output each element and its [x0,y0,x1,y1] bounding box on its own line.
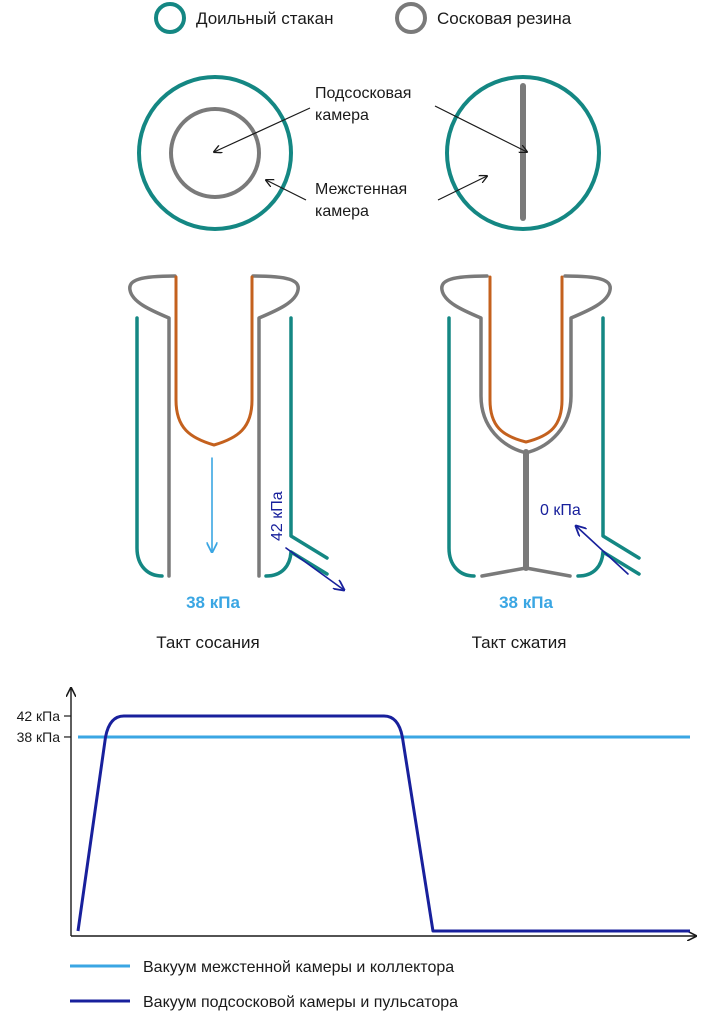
teat-chamber-label-line2: камера [315,107,369,124]
teat-chamber-pointer-left [214,107,311,152]
legend-label-teat-chamber: Вакуум подсосковой камеры и пульсатора [143,994,458,1011]
teat-chamber-pointer-right [434,105,527,152]
liner-foot [480,566,572,578]
suck-caption: Такт сосания [156,633,259,652]
cross-section-labels: Подсосковая камера Межстенная камера [214,85,527,220]
teat-shape [174,275,254,447]
legend-label-wall-chamber: Вакуум межстенной камеры и коллектора [143,959,454,976]
air-in-arrow [576,526,629,575]
chart-legend: Вакуум межстенной камеры и коллектора Ва… [70,959,458,1011]
cup-outer-ring [137,75,293,231]
wall-chamber-label-line1: Межстенная [315,181,407,198]
cup-shell-left-squeeze [447,316,476,578]
squeeze-caption: Такт сжатия [472,633,567,652]
pressure-chart: 42 кПа 38 кПа [17,688,696,936]
suck-pulsator-pressure: 42 кПа [269,491,286,541]
cup-shell-left [135,316,164,578]
wall-chamber-pointer-right [437,176,487,201]
wall-chamber-pointer-left [266,180,307,201]
wall-chamber-label-line2: камера [315,203,369,220]
cup-squeezing-phase [440,274,641,578]
liner-collapsed-left [440,274,525,454]
y-tick-label: 42 кПа [17,708,61,724]
cross-section-closed [445,75,601,231]
liner-legend-icon [395,2,427,34]
legend-top: Доильный стакан Сосковая резина [154,2,572,34]
teat-chamber-label-line1: Подсосковая [315,85,411,102]
air-out-arrow [285,547,344,590]
liner-left-wall [128,274,177,578]
teat-shape-squeeze [488,275,564,444]
series-line-teat-chamber [76,714,690,933]
liner-right-wall [251,274,300,578]
liner-collapsed-right [527,274,612,454]
suck-collector-pressure: 38 кПа [186,593,240,612]
cup-sucking-phase [128,274,344,590]
cross-section-open [137,75,293,231]
cup-legend-icon [154,2,186,34]
cup-outer-ring-closed [445,75,601,231]
cup-legend-label: Доильный стакан [196,9,333,28]
liner-legend-label: Сосковая резина [437,9,572,28]
y-tick-label: 38 кПа [17,729,61,745]
squeeze-collector-pressure: 38 кПа [499,593,553,612]
squeeze-pulsator-pressure: 0 кПа [540,502,581,519]
liner-ring-open [169,107,261,199]
